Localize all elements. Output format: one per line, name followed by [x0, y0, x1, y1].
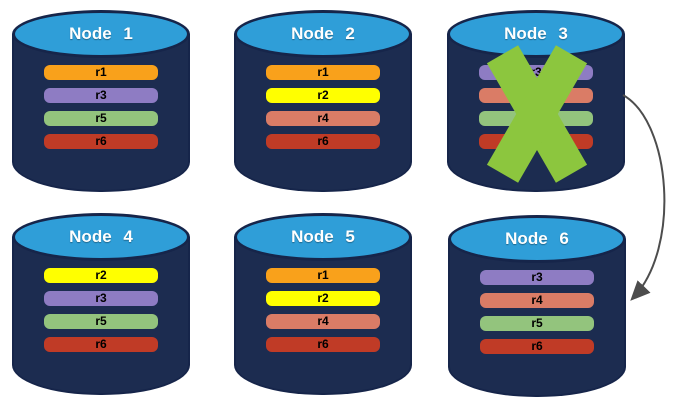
node-2-cylinder: Node 2 r1 r2 r4 r6	[234, 10, 412, 192]
replica-bar: r1	[266, 268, 380, 283]
replica-bar: r2	[266, 291, 380, 306]
replica-bar: r6	[44, 134, 158, 149]
node-3-title: Node 3	[504, 24, 568, 43]
node-1-cylinder: Node 1 r1 r3 r5 r6	[12, 10, 190, 192]
replica-bar: r2	[266, 88, 380, 103]
node-5-cylinder: Node 5 r1 r2 r4 r6	[234, 213, 412, 395]
replica-bar: r6	[44, 337, 158, 352]
replica-bar: r4	[480, 293, 594, 308]
failure-x-icon	[486, 45, 588, 183]
replica-bar: r3	[480, 270, 594, 285]
replica-bar: r3	[44, 291, 158, 306]
node-2-title: Node 2	[291, 24, 355, 43]
replica-bar: r4	[266, 111, 380, 126]
replica-bar: r2	[44, 268, 158, 283]
node-6-cylinder-top: Node 6	[448, 215, 626, 263]
node-5-cylinder-top: Node 5	[234, 213, 412, 261]
node-4-cylinder: Node 4 r2 r3 r5 r6	[12, 213, 190, 395]
replica-bar: r1	[44, 65, 158, 80]
replica-bar: r1	[266, 65, 380, 80]
replica-bar: r4	[266, 314, 380, 329]
node-4-title: Node 4	[69, 227, 133, 246]
node-5-title: Node 5	[291, 227, 355, 246]
node-6-title: Node 6	[505, 229, 569, 248]
node-1-title: Node 1	[69, 24, 133, 43]
node-2-cylinder-top: Node 2	[234, 10, 412, 58]
node-4-cylinder-top: Node 4	[12, 213, 190, 261]
replica-bar: r5	[44, 111, 158, 126]
node-1-cylinder-top: Node 1	[12, 10, 190, 58]
replica-bar: r6	[266, 134, 380, 149]
replica-bar: r6	[266, 337, 380, 352]
replica-bar: r5	[44, 314, 158, 329]
replica-bar: r3	[44, 88, 158, 103]
replica-bar: r6	[480, 339, 594, 354]
node-3-cylinder-top: Node 3	[447, 10, 625, 58]
node-6-cylinder: Node 6 r3 r4 r5 r6	[448, 215, 626, 397]
replica-bar: r5	[480, 316, 594, 331]
